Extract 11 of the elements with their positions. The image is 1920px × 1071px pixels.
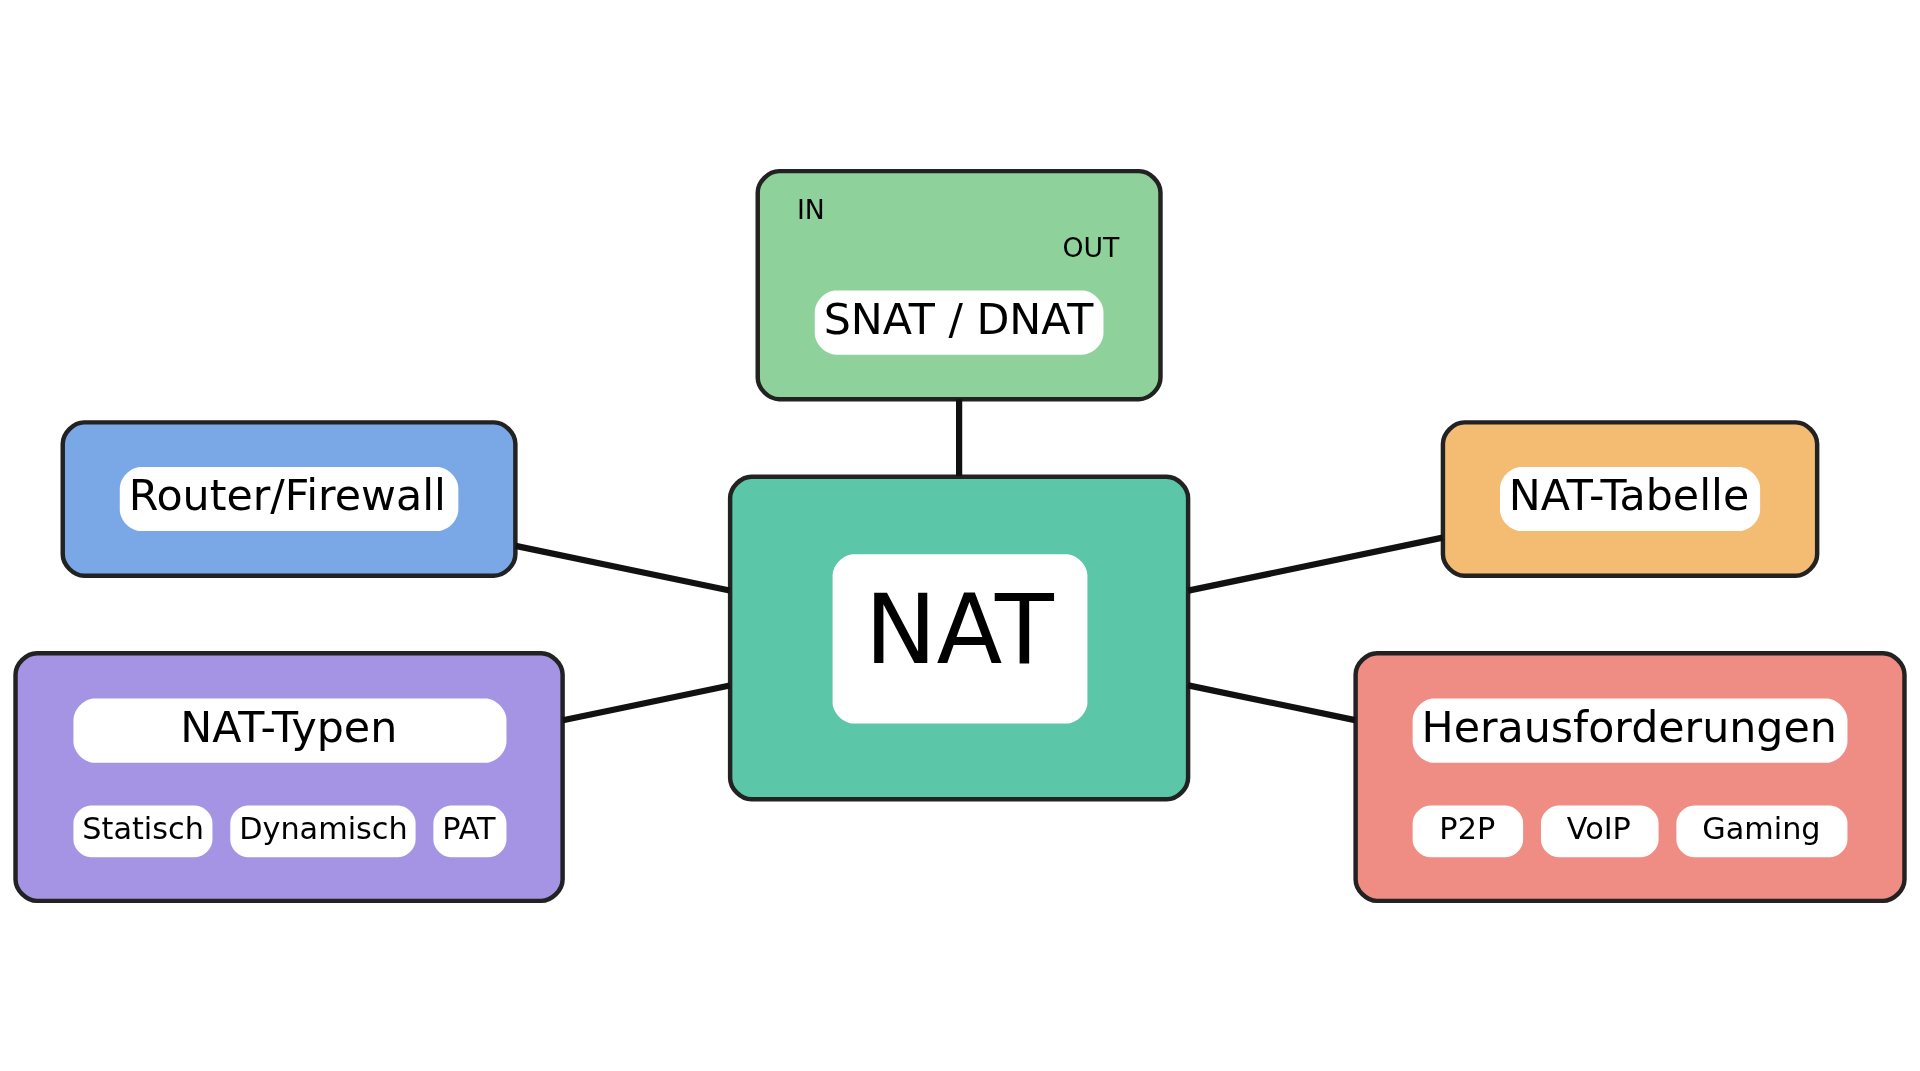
node-box: Herausforderungen P2P VoIP Gaming (1353, 650, 1907, 903)
node-box: IN OUT SNAT / DNAT (755, 168, 1163, 401)
node-box: NAT-Typen Statisch Dynamisch PAT (13, 650, 565, 903)
connector (562, 681, 731, 723)
node-box: Router/Firewall (60, 419, 518, 578)
connector (956, 398, 963, 476)
node-box: NAT-Tabelle (1440, 419, 1820, 578)
connector (1187, 681, 1356, 723)
connector (1187, 534, 1444, 594)
connector (514, 542, 731, 594)
node-box: NAT (727, 474, 1191, 802)
